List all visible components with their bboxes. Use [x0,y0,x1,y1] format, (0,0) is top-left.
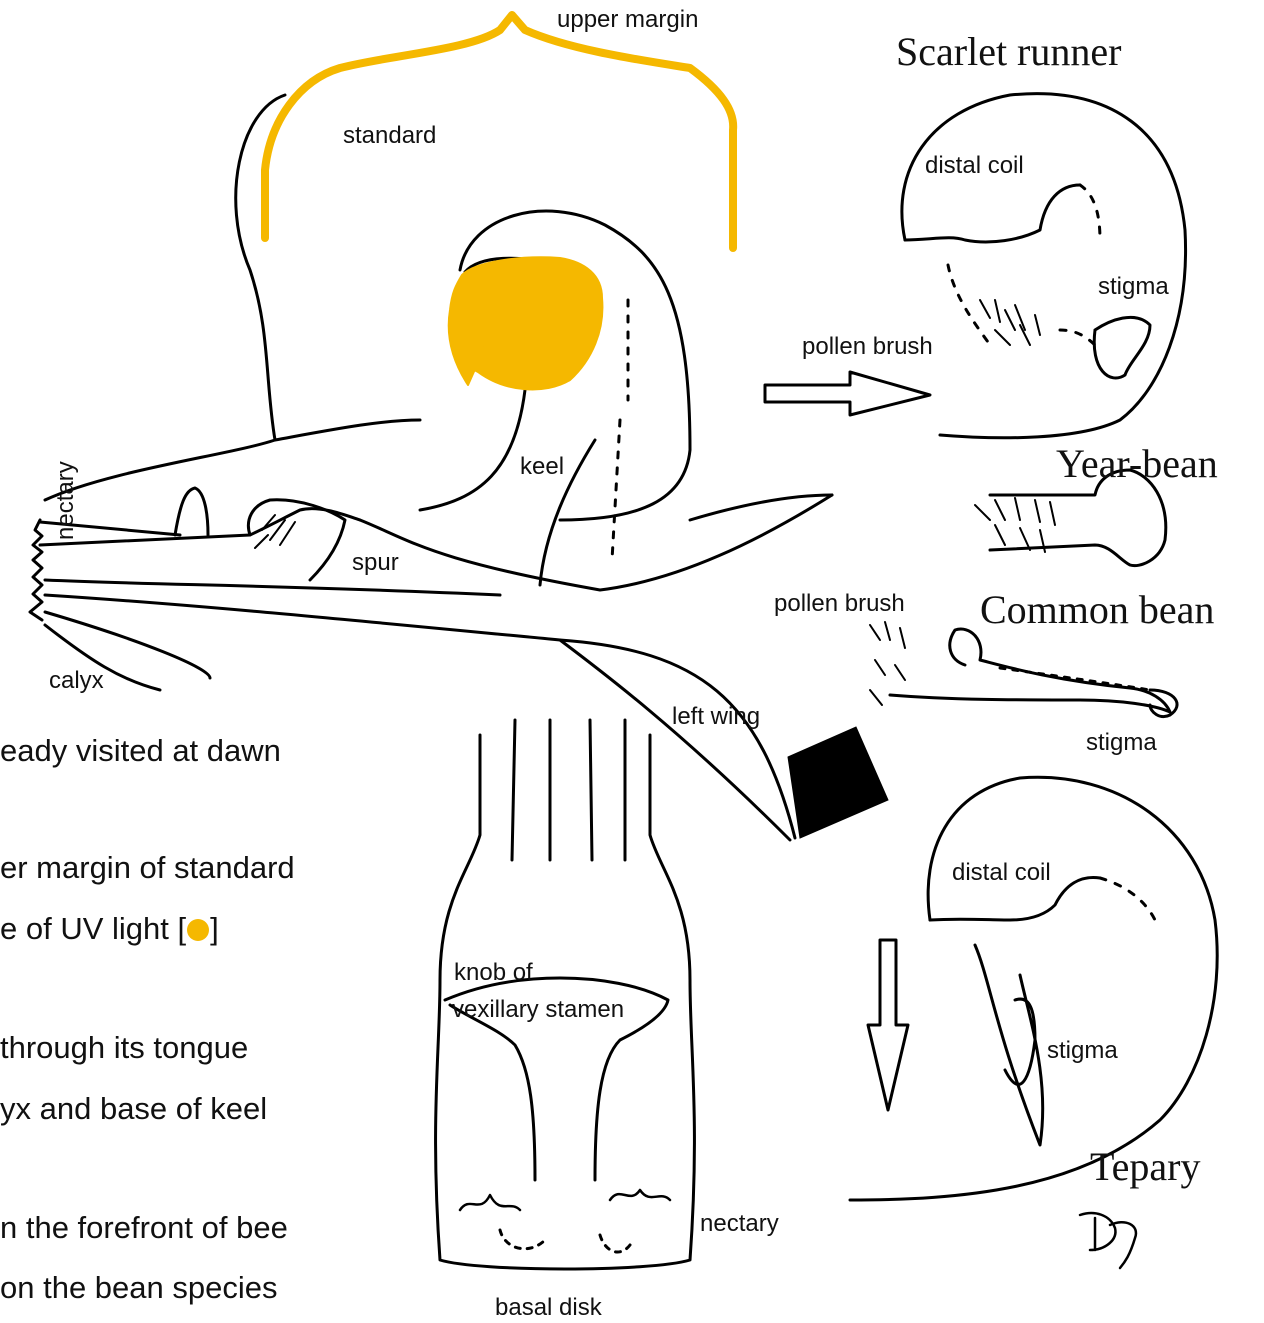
title-scarlet-runner: Scarlet runner [896,32,1121,72]
body-line-3-suffix: ] [210,911,219,946]
label-stigma-tepary: stigma [1047,1039,1118,1063]
body-line-7: on the bean species [0,1272,278,1303]
standard-outline [45,95,285,500]
title-common-bean: Common bean [980,590,1214,630]
calyx-teeth [30,520,42,620]
label-upper-margin: upper margin [557,8,698,32]
scarlet-inner [905,185,1080,242]
label-calyx: calyx [49,669,104,693]
label-stigma-top: stigma [1098,275,1169,299]
keel-dashed [612,300,628,560]
scarlet-stigma [1094,317,1150,378]
standard-inner-left [275,420,420,440]
label-distal-coil-top: distal coil [925,154,1024,178]
body-line-6: n the forefront of bee [0,1212,288,1243]
label-knob-line2: vexillary stamen [452,998,624,1022]
label-left-wing: left wing [672,705,760,729]
year-bean-brush [975,498,1055,552]
label-pollen-brush-mid: pollen brush [774,592,905,616]
body-line-4: through its tongue [0,1032,248,1063]
nectary-dashes [500,1230,630,1252]
signature-mark [1080,1213,1136,1268]
upper-margin-bracket [265,15,733,248]
body-line-2: er margin of standard [0,852,295,883]
title-year-bean: Year-bean [1056,444,1218,484]
nectary-box [40,509,360,545]
scarlet-coil [902,94,1186,438]
body-line-3: e of UV light [] [0,913,219,944]
nectary-wiggles [460,1190,670,1210]
spur-knob [175,488,208,535]
label-basal-disk: basal disk [495,1296,602,1320]
label-pollen-brush-top: pollen brush [802,335,933,359]
tepary-stigma [975,945,1043,1145]
label-distal-coil-bottom: distal coil [952,861,1051,885]
title-tepary: Tepary [1090,1147,1200,1187]
label-standard: standard [343,124,436,148]
hollow-right-arrow-icon [765,372,930,415]
hollow-down-arrow-icon [868,940,908,1110]
label-nectary-side: nectary [54,461,78,540]
label-keel: keel [520,455,564,479]
black-down-right-arrow-icon [788,727,888,838]
keel-curve [420,390,525,510]
body-line-5: yx and base of keel [0,1093,267,1124]
tepary-dashes [1100,878,1155,920]
stamen-lines [512,720,625,860]
uv-keel-blob [449,257,603,389]
label-nectary-bottom: nectary [700,1212,779,1236]
label-knob-line1: knob of [454,961,533,985]
common-stalk [890,629,1170,712]
body-line-3-prefix: e of UV light [ [0,911,186,946]
uv-dot-icon [187,919,209,941]
scarlet-brush [980,300,1040,345]
common-brush [870,622,905,705]
label-stigma-common: stigma [1086,731,1157,755]
label-spur: spur [352,551,399,575]
tepary-coil [850,777,1217,1200]
body-line-1: eady visited at dawn [0,735,281,766]
spur-hairs [255,515,295,548]
